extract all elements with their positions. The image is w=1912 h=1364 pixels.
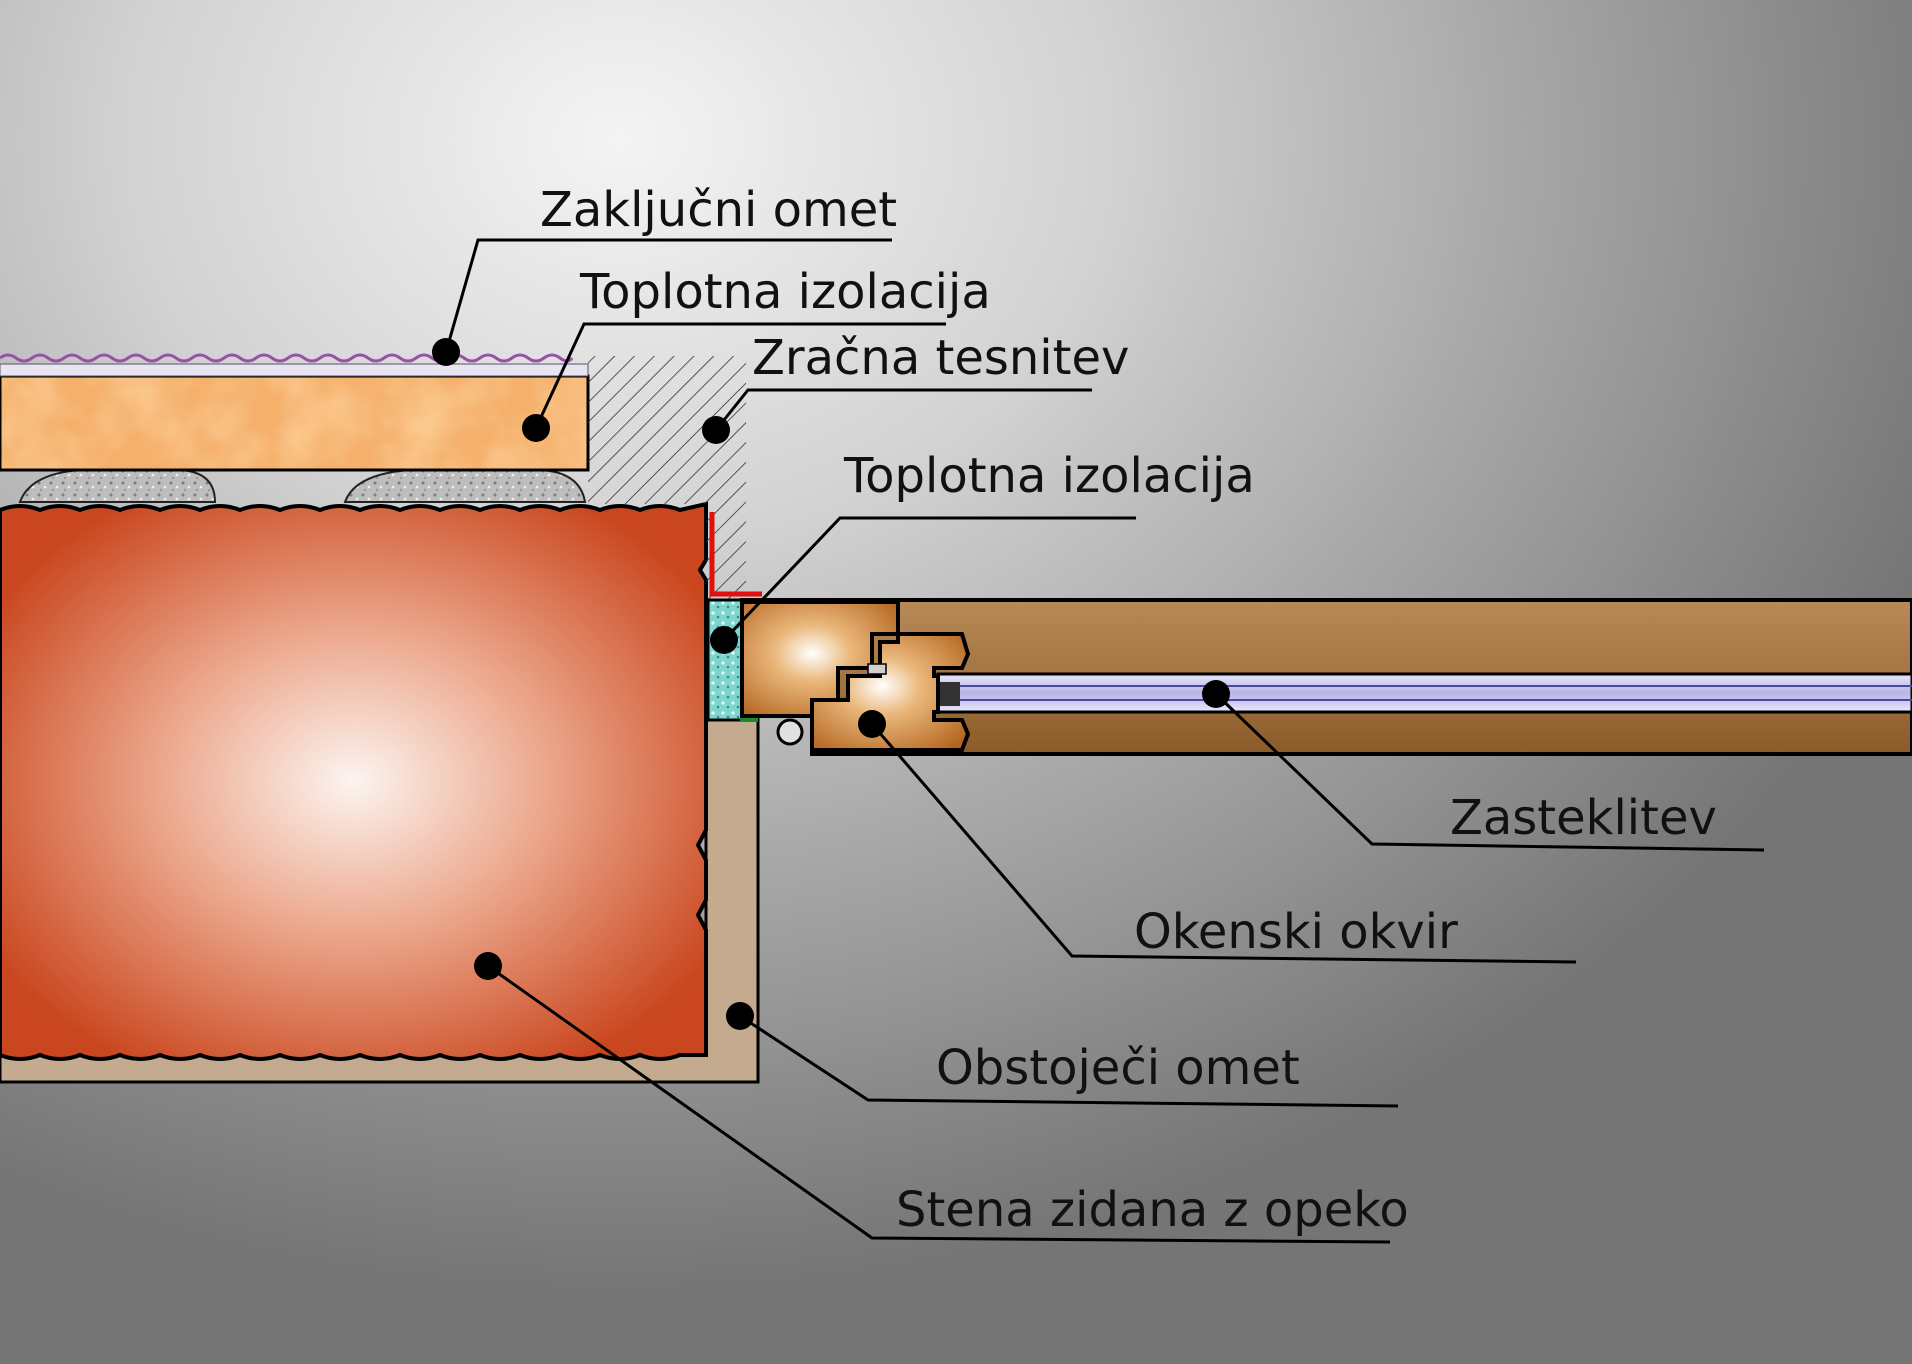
thermal-insulation-top xyxy=(0,374,590,472)
joint-insulation xyxy=(706,598,744,722)
label-air-seal: Zračna tesnitev xyxy=(752,330,1129,386)
glazing-unit xyxy=(936,672,1912,714)
label-window-frame: Okenski okvir xyxy=(1134,904,1458,960)
label-brick-wall: Stena zidana z opeko xyxy=(896,1182,1409,1238)
label-existing-render: Obstoječi omet xyxy=(936,1040,1300,1096)
label-thermal-insulation-joint: Toplotna izolacija xyxy=(843,448,1255,504)
window-frame-inner xyxy=(810,632,971,752)
leader-dots xyxy=(432,338,1230,1030)
label-thermal-insulation-top: Toplotna izolacija xyxy=(579,264,991,320)
frame-gasket xyxy=(776,718,804,746)
air-seal-hatch-zone xyxy=(588,356,746,600)
air-seal-tape xyxy=(709,512,762,597)
adhesive-dab-left xyxy=(18,469,217,503)
adhesive-dab-right xyxy=(343,469,587,503)
leader-lines xyxy=(444,238,1765,1244)
label-glazing: Zasteklitev xyxy=(1450,790,1717,846)
finishing-render-layer xyxy=(0,353,589,377)
brick-wall xyxy=(0,501,708,1061)
label-finishing-render: Zaključni omet xyxy=(540,182,897,238)
